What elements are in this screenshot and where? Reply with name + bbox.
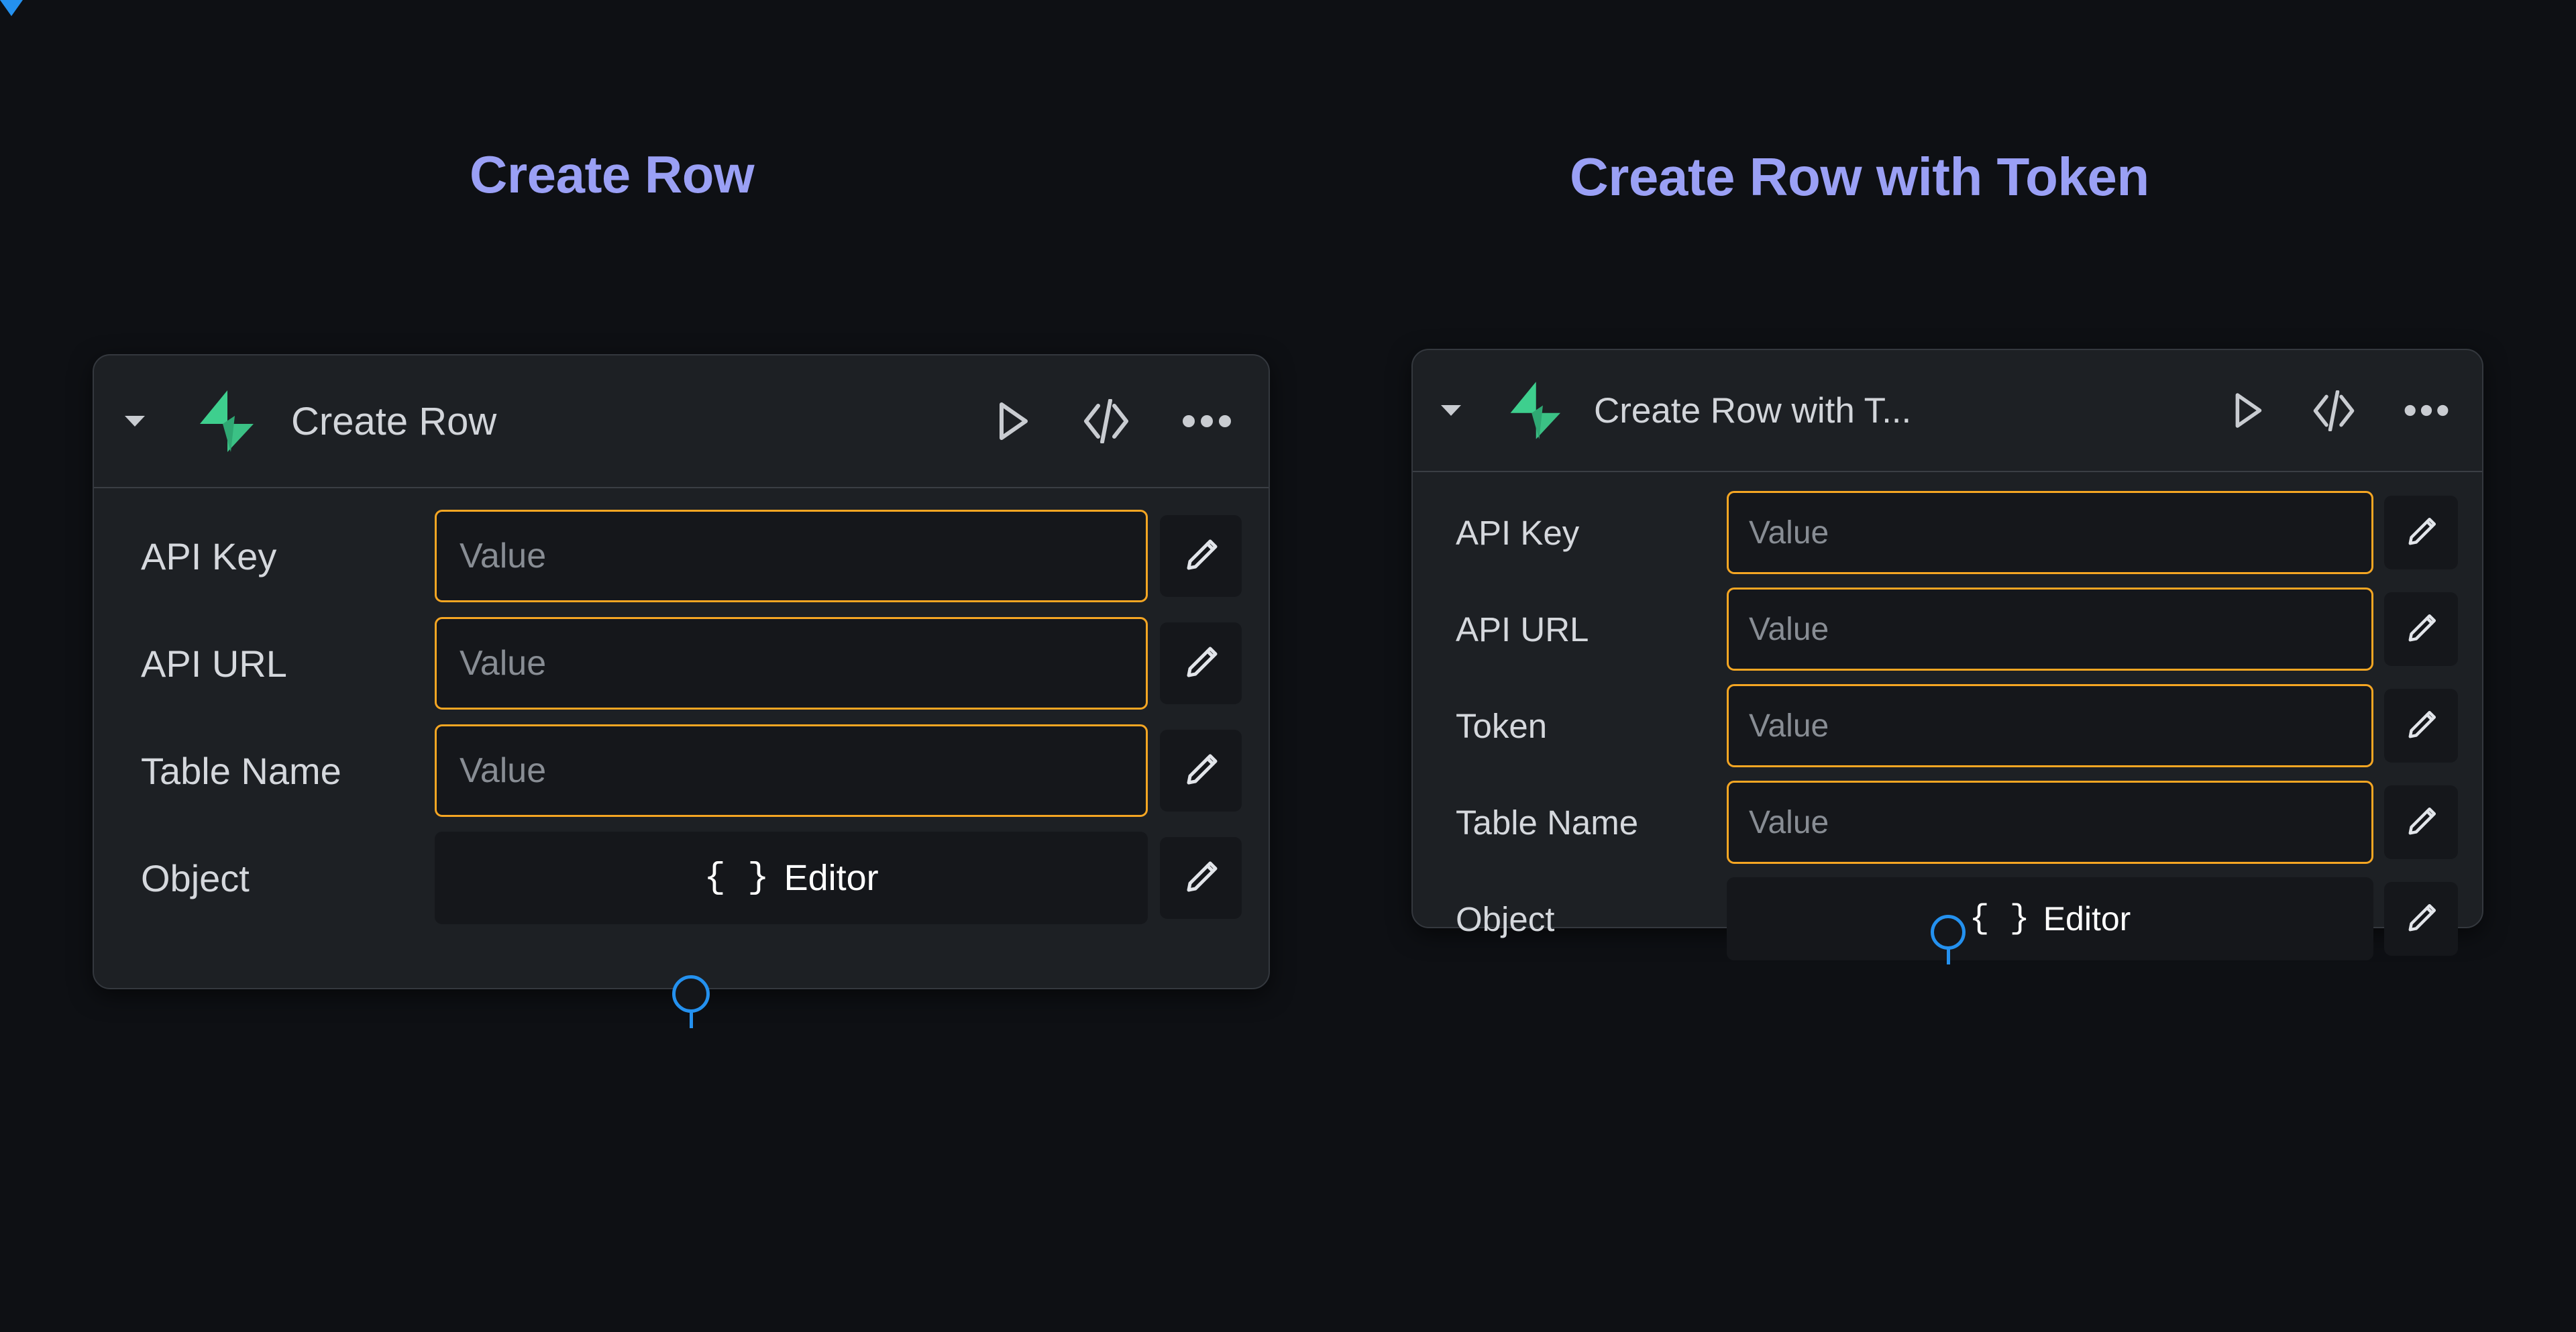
play-icon[interactable] — [2233, 392, 2263, 429]
supabase-bolt-icon — [1510, 382, 1560, 439]
table-name-input[interactable]: Value — [1727, 781, 2373, 864]
output-handle[interactable] — [672, 975, 710, 1013]
field-row: Object { } Editor — [1437, 873, 2458, 964]
object-editor-button[interactable]: { } Editor — [435, 832, 1148, 924]
chevron-down-icon[interactable] — [125, 416, 145, 427]
api-url-input[interactable]: Value — [1727, 588, 2373, 671]
editor-button-label: Editor — [2043, 900, 2131, 938]
field-row: Object { } Editor — [121, 828, 1242, 928]
edit-button[interactable] — [1160, 730, 1242, 812]
field-row: API Key Value — [121, 506, 1242, 606]
output-handle[interactable] — [1931, 915, 1966, 950]
field-label: Table Name — [141, 749, 341, 792]
node-fields: API Key Value API URL Value — [1413, 472, 2482, 986]
edit-button[interactable] — [1160, 622, 1242, 704]
input-placeholder: Value — [1749, 804, 1829, 840]
field-row: Token Value — [1437, 680, 2458, 771]
edit-button[interactable] — [1160, 515, 1242, 597]
edit-button[interactable] — [2384, 785, 2458, 859]
edit-button[interactable] — [1160, 837, 1242, 919]
field-label: API URL — [1456, 610, 1589, 649]
field-row: Table Name Value — [121, 720, 1242, 821]
supabase-bolt-icon — [200, 390, 254, 452]
node-header[interactable]: Create Row — [94, 355, 1269, 488]
input-placeholder: Value — [1749, 514, 1829, 551]
field-label: API Key — [1456, 513, 1580, 552]
pencil-icon — [2408, 807, 2436, 835]
edit-button[interactable] — [2384, 689, 2458, 763]
pencil-icon — [2408, 614, 2436, 642]
braces-icon: { } — [1969, 899, 2030, 938]
input-placeholder: Value — [460, 751, 547, 790]
pencil-icon — [2408, 710, 2436, 738]
field-row: API URL Value — [1437, 584, 2458, 675]
chevron-down-icon[interactable] — [1441, 405, 1461, 416]
pencil-icon — [2408, 903, 2436, 932]
field-label: Object — [141, 856, 250, 899]
table-name-input[interactable]: Value — [435, 724, 1148, 817]
api-key-input[interactable]: Value — [435, 510, 1148, 602]
node-header[interactable]: Create Row with T... — [1413, 350, 2482, 472]
token-input[interactable]: Value — [1727, 684, 2373, 767]
pencil-icon — [1187, 754, 1218, 785]
pencil-icon — [1187, 539, 1218, 570]
editor-button-label: Editor — [784, 858, 879, 898]
play-icon[interactable] — [996, 402, 1030, 441]
page-title-create-row: Create Row — [470, 145, 755, 204]
node-title: Create Row — [291, 399, 497, 443]
edit-button[interactable] — [2384, 592, 2458, 666]
node-fields: API Key Value API URL Value — [94, 488, 1269, 952]
input-placeholder: Value — [1749, 708, 1829, 744]
node-header-actions — [2233, 390, 2449, 431]
braces-icon: { } — [704, 857, 769, 899]
field-row: Table Name Value — [1437, 777, 2458, 868]
field-label: Object — [1456, 899, 1555, 938]
input-placeholder: Value — [460, 644, 547, 683]
field-row: API Key Value — [1437, 487, 2458, 578]
field-label: API Key — [141, 535, 277, 577]
api-url-input[interactable]: Value — [435, 617, 1148, 710]
code-brackets-icon[interactable] — [2312, 390, 2356, 431]
node-create-row[interactable]: Create Row — [93, 354, 1270, 1028]
api-key-input[interactable]: Value — [1727, 491, 2373, 574]
field-row: API URL Value — [121, 613, 1242, 714]
pencil-icon — [1187, 647, 1218, 677]
node-create-row-with-token[interactable]: Create Row with T... — [1411, 349, 2483, 964]
code-brackets-icon[interactable] — [1082, 399, 1130, 443]
input-placeholder: Value — [460, 537, 547, 575]
page-title-create-row-with-token: Create Row with Token — [1570, 147, 2149, 207]
node-title: Create Row with T... — [1594, 390, 1912, 431]
node-header-actions — [996, 399, 1231, 443]
field-label: Token — [1456, 706, 1548, 745]
input-placeholder: Value — [1749, 611, 1829, 647]
ellipsis-icon[interactable] — [1183, 414, 1231, 428]
edit-button[interactable] — [2384, 496, 2458, 569]
input-handle[interactable] — [0, 0, 23, 16]
pencil-icon — [1187, 861, 1218, 892]
ellipsis-icon[interactable] — [2404, 404, 2449, 417]
output-handle-stem — [690, 1009, 693, 1028]
edit-button[interactable] — [2384, 882, 2458, 956]
field-label: Table Name — [1456, 803, 1639, 842]
object-editor-button[interactable]: { } Editor — [1727, 877, 2373, 960]
output-handle-stem — [1947, 947, 1950, 964]
field-label: API URL — [141, 642, 287, 685]
pencil-icon — [2408, 517, 2436, 545]
